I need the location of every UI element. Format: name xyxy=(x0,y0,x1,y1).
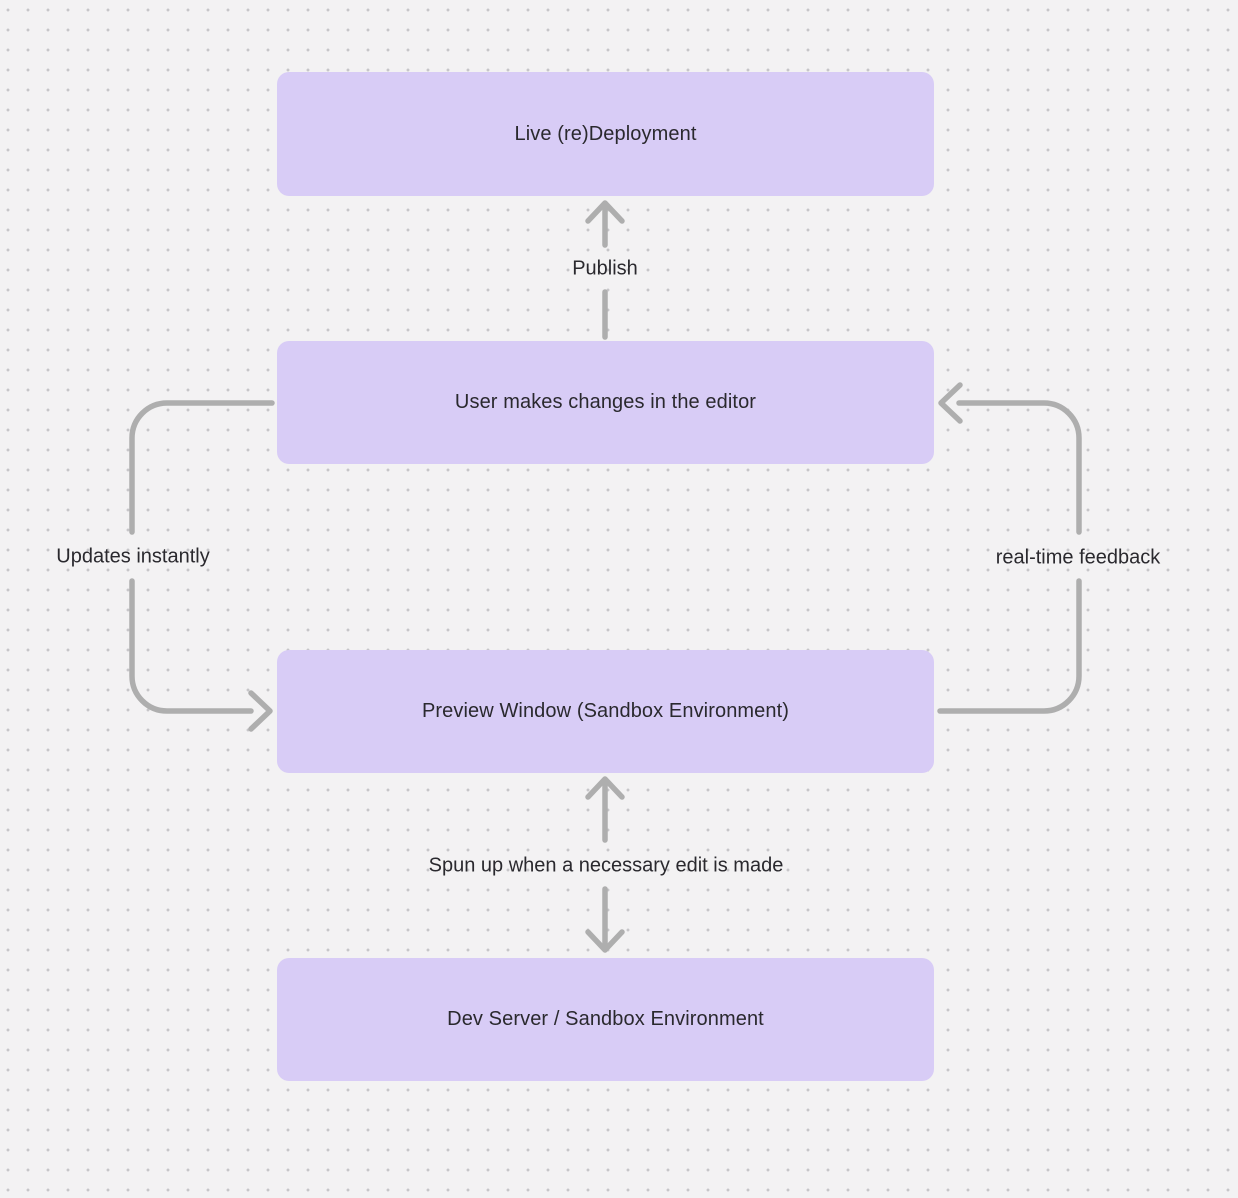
node-label: User makes changes in the editor xyxy=(454,391,757,413)
edge-label-updates-instantly: Updates instantly xyxy=(56,545,210,568)
node-preview-window[interactable]: Preview Window (Sandbox Environment) xyxy=(277,650,934,773)
real-time-feedback-connector xyxy=(937,382,1082,714)
updates-instantly-connector xyxy=(129,400,275,732)
spun-up-connector xyxy=(585,776,625,953)
publish-connector xyxy=(585,200,625,340)
arrow-left-head-icon xyxy=(938,382,963,424)
arrow-up-head-icon xyxy=(585,776,625,800)
node-label: Live (re)Deployment xyxy=(514,122,697,145)
edge-label-publish: Publish xyxy=(572,257,638,280)
edge-label-real-time-feedback: real-time feedback xyxy=(995,546,1161,569)
node-label: Preview Window (Sandbox Environment) xyxy=(421,700,790,722)
arrow-down-head-icon xyxy=(585,929,625,953)
edge-label-spun-up: Spun up when a necessary edit is made xyxy=(428,854,784,877)
node-label: Dev Server / Sandbox Environment xyxy=(447,1008,764,1030)
node-user-editor[interactable]: User makes changes in the editor xyxy=(277,341,934,464)
node-dev-server[interactable]: Dev Server / Sandbox Environment xyxy=(277,958,934,1081)
arrow-right-head-icon xyxy=(248,690,273,732)
node-live-redeployment[interactable]: Live (re)Deployment xyxy=(277,72,934,196)
arrow-up-head-icon xyxy=(585,200,625,224)
